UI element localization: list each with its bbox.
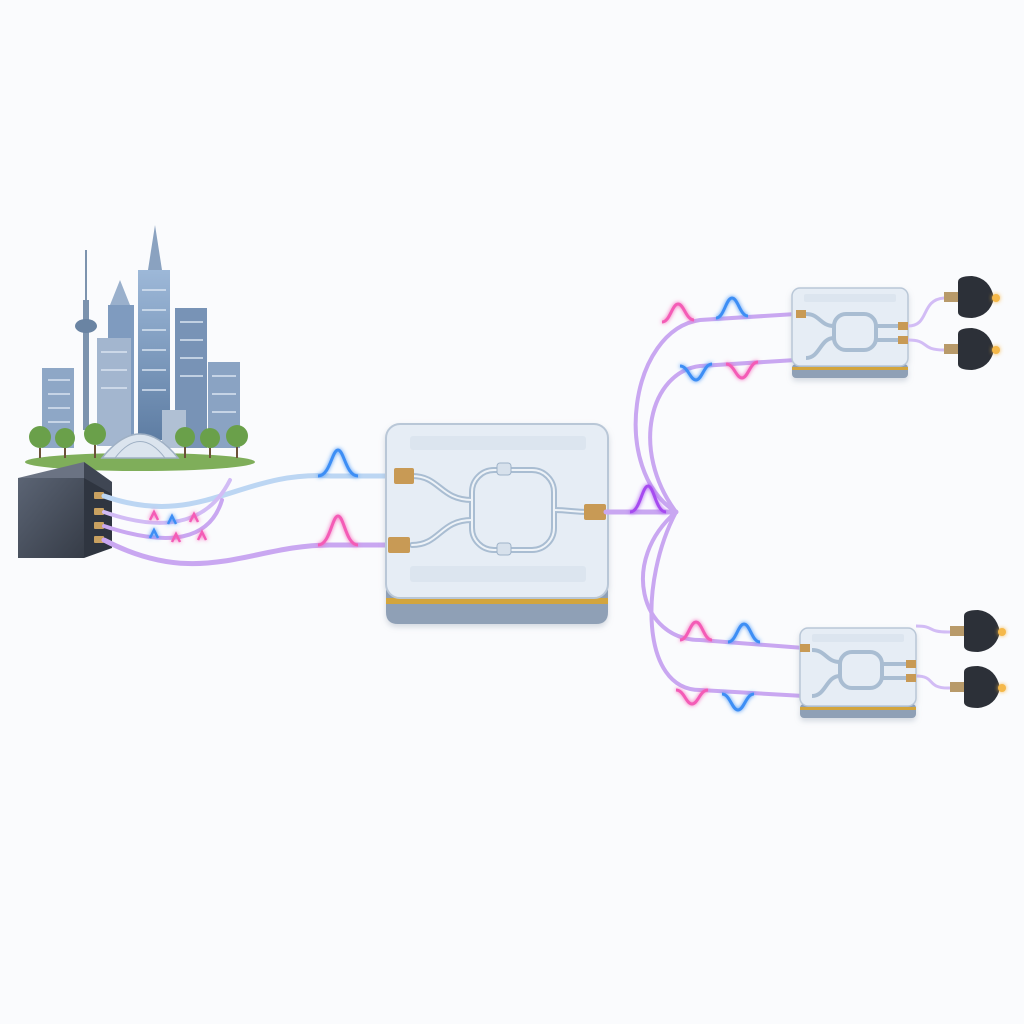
photodetector-icon — [944, 328, 1000, 370]
photodetector-icon — [950, 610, 1006, 652]
photodetector-icon — [944, 276, 1000, 318]
fiber-splitter-icon — [603, 312, 806, 698]
input-fibers — [101, 473, 401, 567]
fiber-transceiver-box-icon — [18, 462, 112, 558]
city-skyline-icon — [25, 225, 255, 471]
optical-pulse — [629, 484, 667, 514]
optical-pulse — [317, 514, 359, 547]
pulse-cluster — [148, 509, 208, 543]
photodetector-icon — [950, 666, 1006, 708]
detector-fibers — [907, 296, 964, 690]
optical-pulse — [317, 448, 359, 478]
mach-zehnder-interferometer-chip-icon — [385, 423, 609, 624]
branch-pulses — [661, 296, 761, 712]
interferometer-chip-icon — [799, 627, 917, 718]
interferometer-chip-icon — [791, 287, 909, 378]
